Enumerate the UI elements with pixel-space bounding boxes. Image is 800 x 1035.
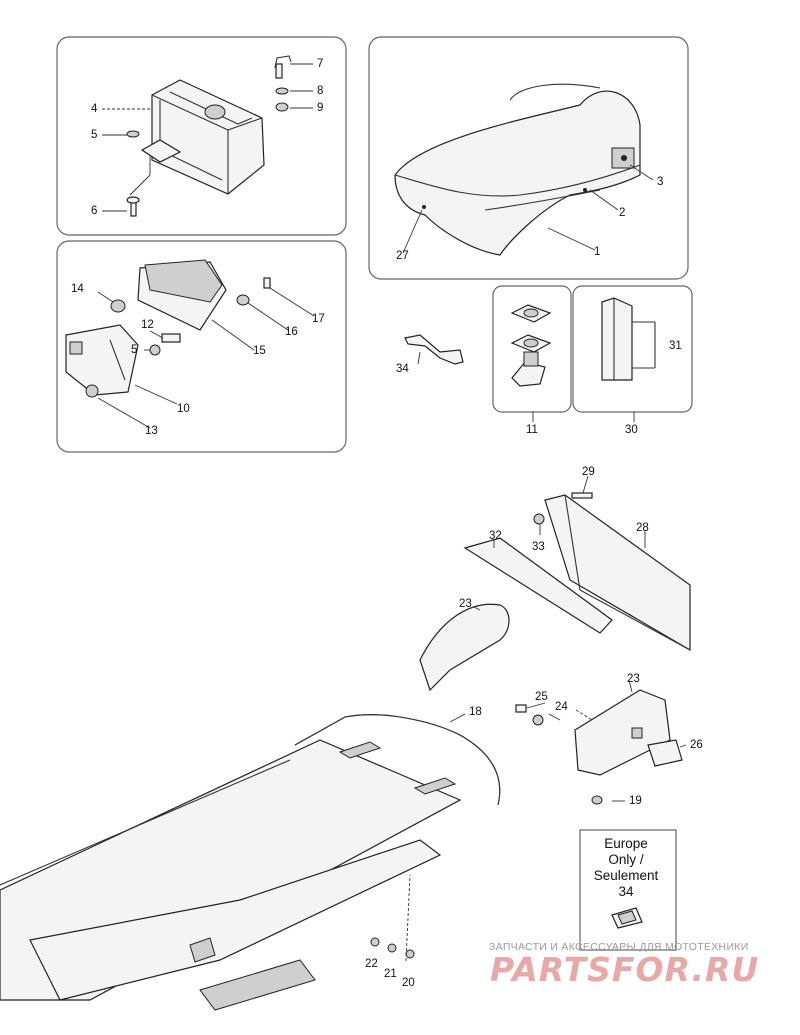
callout-25: 25 xyxy=(535,691,548,703)
callout-12: 12 xyxy=(141,319,154,331)
callout-22: 22 xyxy=(365,958,378,970)
callout-8: 8 xyxy=(317,85,324,97)
callout-2: 2 xyxy=(619,207,626,219)
side-pad-lower xyxy=(515,689,683,805)
europe-plate-frame xyxy=(579,829,677,951)
europe-note-part-number: 34 xyxy=(618,884,634,899)
callout-21: 21 xyxy=(384,968,397,980)
callout-23-upper: 23 xyxy=(459,598,472,610)
callout-20: 20 xyxy=(402,977,415,989)
callout-6: 6 xyxy=(91,205,98,217)
watermark-logo: PARTSFOR.RU xyxy=(490,950,760,989)
europe-note-line-1: Europe xyxy=(604,836,648,851)
bracket xyxy=(404,334,464,365)
storage-box-group-frame xyxy=(56,36,347,236)
callout-5-lamp: 5 xyxy=(131,344,138,356)
europe-plate xyxy=(611,907,643,929)
callout-28: 28 xyxy=(636,522,649,534)
callout-9: 9 xyxy=(317,102,324,114)
trim-strips xyxy=(601,297,656,381)
europe-note-line-3: Seulement xyxy=(593,868,659,883)
callout-14: 14 xyxy=(71,283,84,295)
taillight-assembly xyxy=(65,259,271,398)
callout-1: 1 xyxy=(594,246,601,258)
callout-24: 24 xyxy=(555,701,568,713)
callout-18: 18 xyxy=(469,706,482,718)
watermark-caption: ЗАПЧАСТИ И АКСЕССУАРЫ ДЛЯ МОТОТЕХНИКИ xyxy=(489,941,749,953)
seat-bracket-parts xyxy=(510,304,552,387)
storage-box xyxy=(140,79,265,195)
grab-handle-and-tunnel xyxy=(0,714,501,1011)
callout-26: 26 xyxy=(690,739,703,751)
callout-17: 17 xyxy=(312,313,325,325)
side-pad-upper xyxy=(419,603,510,692)
seat-bracket-group-frame xyxy=(492,285,572,413)
europe-only-note: Europe Only / Seulement 34 xyxy=(584,836,668,900)
seat-group-frame xyxy=(368,36,689,280)
mud-flap xyxy=(463,492,691,652)
callout-33: 33 xyxy=(532,541,545,553)
taillight-group-frame xyxy=(56,240,347,453)
callout-4: 4 xyxy=(91,103,98,115)
callout-27: 27 xyxy=(396,250,409,262)
callout-16: 16 xyxy=(285,326,298,338)
callout-32: 32 xyxy=(489,530,502,542)
callout-30: 30 xyxy=(625,424,638,436)
seat xyxy=(394,83,641,256)
callout-15: 15 xyxy=(253,345,266,357)
callout-19: 19 xyxy=(629,795,642,807)
callout-7: 7 xyxy=(317,58,324,70)
callout-13: 13 xyxy=(145,425,158,437)
europe-note-line-2: Only / xyxy=(608,852,644,867)
callout-23-lower: 23 xyxy=(627,673,640,685)
callout-34: 34 xyxy=(396,363,409,375)
leader-lines xyxy=(97,63,687,962)
callout-11: 11 xyxy=(526,424,538,436)
callout-29: 29 xyxy=(582,466,595,478)
callout-3: 3 xyxy=(657,176,664,188)
callout-10: 10 xyxy=(177,403,190,415)
box-hardware xyxy=(126,55,292,217)
callout-5: 5 xyxy=(91,129,98,141)
callout-31: 31 xyxy=(669,340,682,352)
strip-group-frame xyxy=(572,285,693,413)
